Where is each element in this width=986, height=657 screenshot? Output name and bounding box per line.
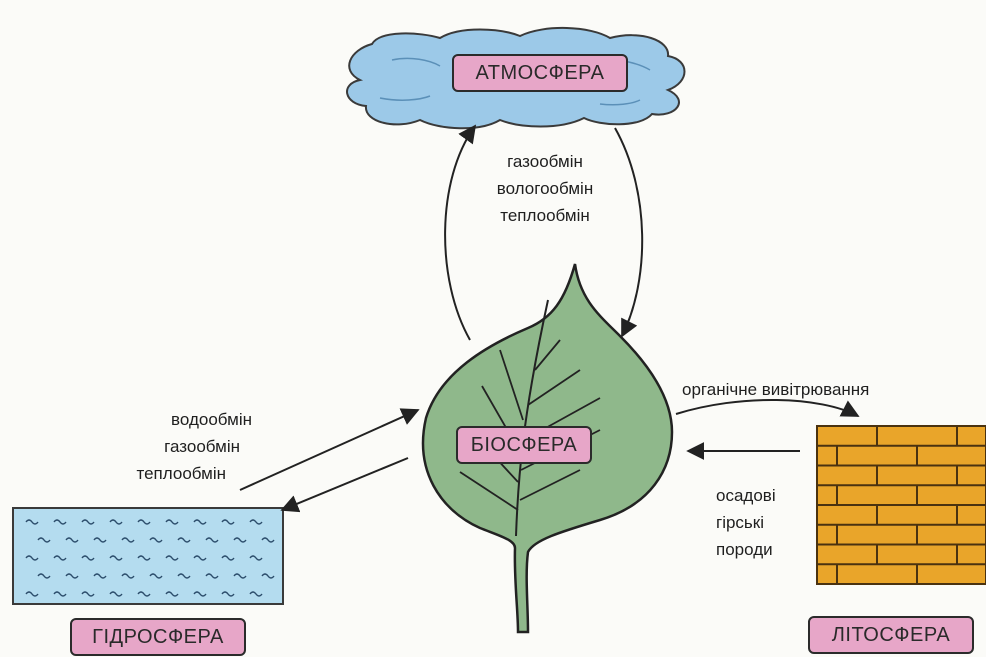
atmosphere-exchange-heat: теплообмін [480,202,610,229]
biosphere-label: БІОСФЕРА [456,426,592,464]
lithosphere-in-line-1: осадові [716,482,816,509]
arrow-biosphere-to-atmosphere [445,126,475,340]
lithosphere-in-line-2: гірські [716,509,816,536]
arrow-biosphere-to-hydrosphere [282,458,408,510]
lithosphere-label: ЛІТОСФЕРА [808,616,974,654]
lithosphere-in-list: осадові гірські породи [716,482,816,563]
hydrosphere-exchange-water: водообмін [60,406,252,433]
atmosphere-label: АТМОСФЕРА [452,54,628,92]
arrow-atmosphere-to-biosphere [615,128,642,336]
hydrosphere-label: ГІДРОСФЕРА [70,618,246,656]
atmosphere-exchange-list: газообмін вологообмін теплообмін [480,148,610,229]
hydrosphere-exchange-list: водообмін газообмін теплообмін [60,406,252,487]
brick-wall [817,426,986,584]
arrow-hydrosphere-to-biosphere [240,410,418,490]
atmosphere-exchange-moisture: вологообмін [480,175,610,202]
hydrosphere-exchange-gas: газообмін [60,433,252,460]
lithosphere-out-caption: органічне вивітрювання [682,376,962,403]
water-shape [13,508,283,604]
atmosphere-exchange-gas: газообмін [480,148,610,175]
hydrosphere-exchange-heat: теплообмін [60,460,252,487]
lithosphere-in-line-3: породи [716,536,816,563]
